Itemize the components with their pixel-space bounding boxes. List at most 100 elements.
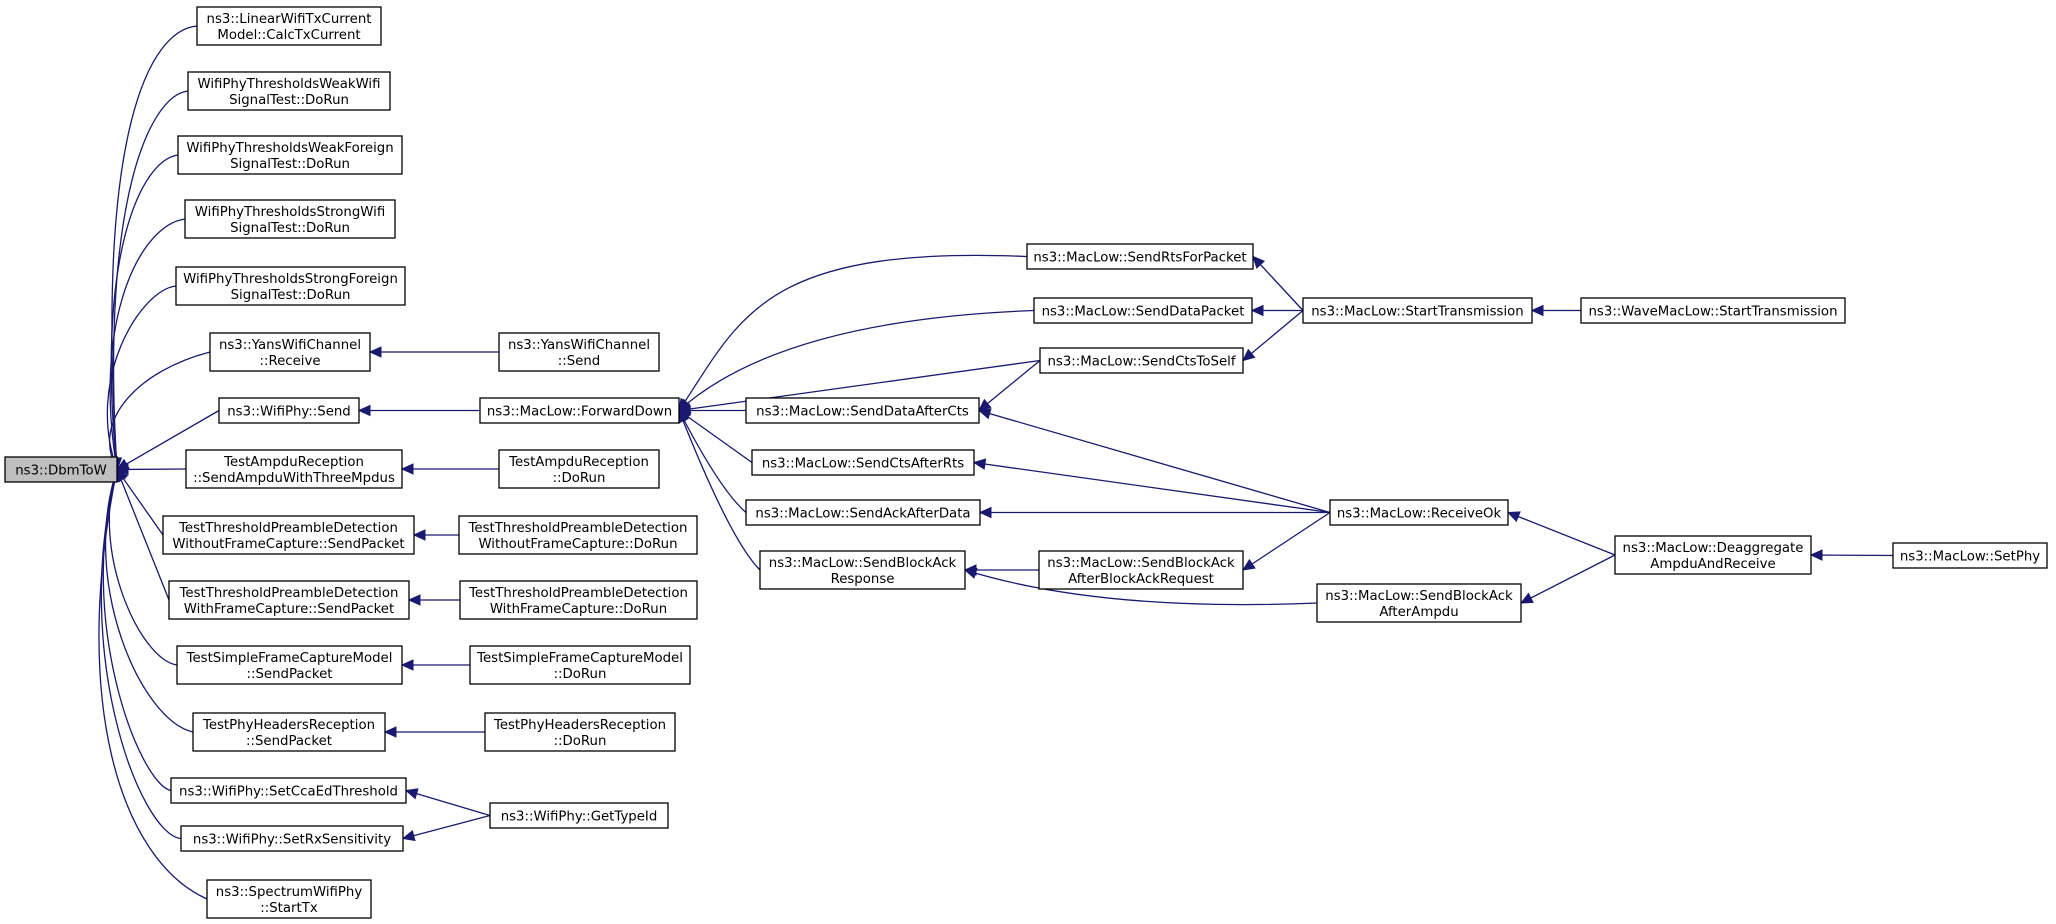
graph-node-sfc-dorun[interactable]: TestSimpleFrameCaptureModel::DoRun <box>469 645 691 685</box>
graph-node-sfc-send[interactable]: TestSimpleFrameCaptureModel::SendPacket <box>176 645 403 685</box>
graph-node-receiveok[interactable]: ns3::MacLow::ReceiveOk <box>1329 499 1509 526</box>
graph-node-sba-after-req[interactable]: ns3::MacLow::SendBlockAckAfterBlockAckRe… <box>1038 550 1244 590</box>
graph-node-setcca[interactable]: ns3::WifiPhy::SetCcaEdThreshold <box>170 777 407 804</box>
node-label: Model::CalcTxCurrent <box>217 28 360 43</box>
graph-node-sendrts[interactable]: ns3::MacLow::SendRtsForPacket <box>1026 243 1254 270</box>
graph-node-strongforeign[interactable]: WifiPhyThresholdsStrongForeignSignalTest… <box>175 266 406 306</box>
graph-node-linear-calc[interactable]: ns3::LinearWifiTxCurrentModel::CalcTxCur… <box>196 6 382 46</box>
arrowhead-icon <box>1250 304 1264 317</box>
graph-node-thr-w-dorun[interactable]: TestThresholdPreambleDetectionWithFrameC… <box>459 580 698 620</box>
graph-node-setrx[interactable]: ns3::WifiPhy::SetRxSensitivity <box>180 825 404 852</box>
node-label: ::Send <box>558 354 600 369</box>
graph-node-ampdu-dorun[interactable]: TestAmpduReception::DoRun <box>498 449 660 489</box>
node-label: TestPhyHeadersReception <box>202 718 375 733</box>
node-box <box>177 135 403 175</box>
call-edge <box>978 409 1331 514</box>
graph-node-weakforeign[interactable]: WifiPhyThresholdsWeakForeignSignalTest::… <box>177 135 403 175</box>
node-label: TestSimpleFrameCaptureModel <box>186 651 393 666</box>
node-box <box>196 6 382 46</box>
call-edge <box>116 469 164 536</box>
arrowhead-icon <box>404 788 419 800</box>
arrowhead-icon <box>368 346 382 358</box>
node-label: ns3::MacLow::SendBlockAck <box>769 556 957 571</box>
arrowhead-icon <box>407 594 421 606</box>
node-box <box>1038 550 1244 590</box>
node-label: TestThresholdPreambleDetection <box>178 521 398 536</box>
graph-node-thr-wo-dorun[interactable]: TestThresholdPreambleDetectionWithoutFra… <box>458 515 698 555</box>
arrowhead-icon <box>963 567 978 579</box>
node-label: SignalTest::DoRun <box>230 157 350 172</box>
node-label: TestAmpduReception <box>223 455 364 470</box>
graph-node-wifiphy-send[interactable]: ns3::WifiPhy::Send <box>218 397 360 424</box>
node-label: WithFrameCapture::DoRun <box>490 602 667 617</box>
node-label: ::SendPacket <box>247 667 333 682</box>
graph-node-gettypeid[interactable]: ns3::WifiPhy::GetTypeId <box>489 802 669 829</box>
graph-node-weakwifi[interactable]: WifiPhyThresholdsWeakWifiSignalTest::DoR… <box>187 71 391 111</box>
node-label: ns3::MacLow::SendRtsForPacket <box>1033 251 1246 266</box>
graph-node-dbmtow[interactable]: ns3::DbmToW <box>4 456 118 483</box>
graph-node-spectrum-starttx[interactable]: ns3::SpectrumWifiPhy::StartTx <box>206 879 372 919</box>
graph-node-senddata[interactable]: ns3::MacLow::SendDataPacket <box>1033 297 1253 324</box>
node-box <box>1026 243 1254 270</box>
node-label: ns3::MacLow::SendDataPacket <box>1042 305 1245 320</box>
graph-node-senddata-aftercts[interactable]: ns3::MacLow::SendDataAfterCts <box>745 397 980 424</box>
node-label: ns3::MacLow::SendBlockAck <box>1047 556 1235 571</box>
node-box <box>498 449 660 489</box>
arrowhead-icon <box>357 404 371 417</box>
node-box <box>4 456 118 483</box>
graph-node-thr-wo-send[interactable]: TestThresholdPreambleDetectionWithoutFra… <box>162 515 415 555</box>
call-edge <box>109 218 186 470</box>
call-edge <box>978 359 1041 412</box>
call-edge <box>678 410 761 571</box>
call-edge <box>1242 310 1304 361</box>
graph-node-setphy[interactable]: ns3::MacLow::SetPhy <box>1892 542 2048 569</box>
node-label: ns3::MacLow::SendBlockAck <box>1325 589 1513 604</box>
node-label: Response <box>831 572 895 587</box>
graph-node-wave-starttx[interactable]: ns3::WaveMacLow::StartTransmission <box>1580 297 1846 324</box>
graph-node-phr-dorun[interactable]: TestPhyHeadersReception::DoRun <box>484 712 676 752</box>
call-edge <box>108 469 178 666</box>
node-label: AmpduAndReceive <box>1650 557 1775 572</box>
node-box <box>1614 535 1812 575</box>
node-label: TestThresholdPreambleDetection <box>468 521 688 536</box>
graph-node-sendack-afterdata[interactable]: ns3::MacLow::SendAckAfterData <box>745 499 981 526</box>
node-box <box>759 550 966 590</box>
graph-node-yans-receive[interactable]: ns3::YansWifiChannel::Receive <box>209 332 371 372</box>
graph-node-starttx[interactable]: ns3::MacLow::StartTransmission <box>1302 297 1533 324</box>
node-label: AfterBlockAckRequest <box>1068 572 1214 587</box>
node-box <box>459 580 698 620</box>
graph-node-sendcts-afterrts[interactable]: ns3::MacLow::SendCtsAfterRts <box>751 449 975 476</box>
node-label: WifiPhyThresholdsStrongWifi <box>195 205 385 220</box>
call-edge <box>102 469 172 792</box>
call-edge <box>678 254 1028 411</box>
node-label: WithFrameCapture::SendPacket <box>184 602 394 617</box>
node-label: ns3::MacLow::StartTransmission <box>1311 305 1524 320</box>
graph-node-thr-w-send[interactable]: TestThresholdPreambleDetectionWithFrameC… <box>168 580 410 620</box>
graph-node-phr-send[interactable]: TestPhyHeadersReception::SendPacket <box>192 712 386 752</box>
call-edge <box>116 409 220 471</box>
node-label: TestAmpduReception <box>508 455 649 470</box>
node-label: ::DoRun <box>554 667 607 682</box>
node-label: ns3::MacLow::ReceiveOk <box>1337 507 1502 522</box>
node-label: ::DoRun <box>554 734 607 749</box>
call-edge <box>973 461 1331 514</box>
node-box <box>185 449 403 489</box>
graph-node-strongwifi[interactable]: WifiPhyThresholdsStrongWifiSignalTest::D… <box>184 199 396 239</box>
arrowhead-icon <box>972 458 987 470</box>
graph-node-sendcts-self[interactable]: ns3::MacLow::SendCtsToSelf <box>1039 347 1244 374</box>
node-label: ns3::SpectrumWifiPhy <box>216 885 363 900</box>
call-edge <box>678 309 1035 411</box>
node-label: ns3::MacLow::SendCtsAfterRts <box>762 457 964 472</box>
arrowhead-icon <box>383 726 397 738</box>
node-box <box>162 515 415 555</box>
node-box <box>1580 297 1846 324</box>
graph-node-ampdu-send[interactable]: TestAmpduReception::SendAmpduWithThreeMp… <box>185 449 403 489</box>
node-box <box>209 332 371 372</box>
arrowhead-icon <box>1242 348 1256 362</box>
graph-node-yans-send[interactable]: ns3::YansWifiChannel::Send <box>498 332 660 372</box>
graph-node-forwarddown[interactable]: ns3::MacLow::ForwardDown <box>479 397 680 424</box>
edges-layer <box>98 25 1894 900</box>
